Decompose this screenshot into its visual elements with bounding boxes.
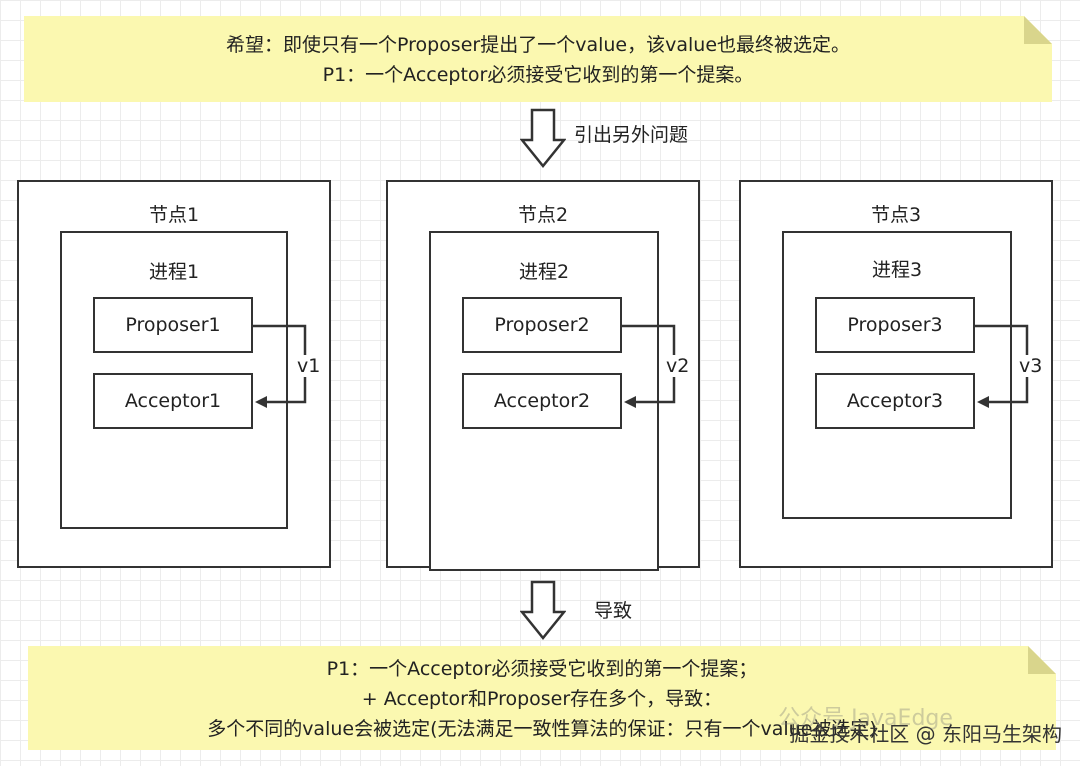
top-note-line-1: 希望：即使只有一个Proposer提出了一个value，该value也最终被选定…	[225, 34, 851, 56]
watermark: 公众号 JavaEdge 掘金技术社区 @ 东阳马生架构	[778, 706, 1062, 748]
bottom-note-line-1: P1：一个Acceptor必须接受它收到的第一个提案；	[326, 658, 758, 680]
node-title: 节点1	[148, 204, 200, 226]
proposer-box: Proposer1	[93, 297, 253, 353]
process-title: 进程3	[871, 259, 923, 281]
note-fold	[1024, 16, 1052, 44]
node-3: 节点3 进程3 Proposer3 Acceptor3 v3	[739, 180, 1053, 568]
value-label: v1	[295, 355, 323, 377]
arrow-label-causes: 导致	[594, 600, 633, 622]
bottom-note: P1：一个Acceptor必须接受它收到的第一个提案； + Acceptor和P…	[28, 646, 1056, 750]
acceptor-box: Acceptor1	[93, 373, 253, 429]
watermark-faint: 公众号 JavaEdge	[778, 706, 953, 731]
node-2: 节点2 进程2 Proposer2 Acceptor2 v2	[386, 180, 700, 571]
proposer-box: Proposer2	[462, 297, 622, 353]
acceptor-box: Acceptor3	[815, 373, 975, 429]
node-title: 节点2	[517, 204, 569, 226]
proposer-box: Proposer3	[815, 297, 975, 353]
down-arrow-icon	[520, 108, 566, 168]
top-note: 希望：即使只有一个Proposer提出了一个value，该value也最终被选定…	[24, 16, 1052, 102]
note-fold	[1028, 646, 1056, 674]
top-note-line-2: P1：一个Acceptor必须接受它收到的第一个提案。	[322, 64, 754, 86]
process-title: 进程1	[148, 261, 200, 283]
watermark-main: 掘金技术社区 @ 东阳马生架构	[789, 722, 1062, 746]
bottom-note-line-3: 多个不同的value会被选定(无法满足一致性算法的保证：只有一个value被选定…	[207, 718, 877, 740]
acceptor-box: Acceptor2	[462, 373, 622, 429]
process-title: 进程2	[518, 261, 570, 283]
node-1: 节点1 进程1 Proposer1 Acceptor1 v1	[17, 180, 331, 568]
node-title: 节点3	[870, 204, 922, 226]
value-label: v2	[664, 355, 692, 377]
arrow-label-leads-to-problem: 引出另外问题	[574, 124, 689, 146]
bottom-note-line-2: + Acceptor和Proposer存在多个，导致：	[361, 688, 723, 710]
down-arrow-icon	[520, 580, 566, 640]
value-label: v3	[1017, 355, 1045, 377]
